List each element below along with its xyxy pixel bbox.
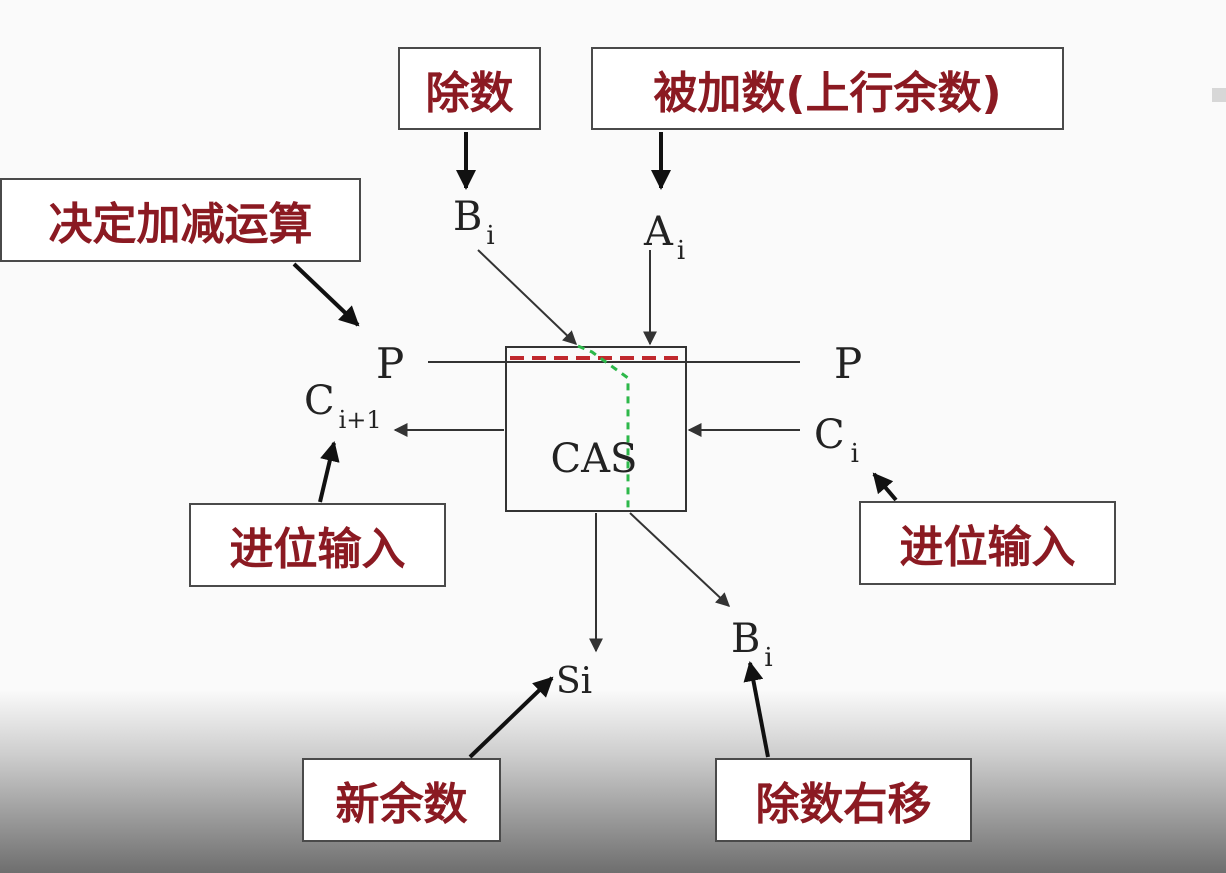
bi-out-line xyxy=(629,512,731,607)
dividend-label-box: 被加数(上行余数) xyxy=(591,47,1064,130)
bi-bottom-sub: i xyxy=(764,643,772,673)
divisor-label-box: 除数 xyxy=(398,47,541,130)
divisor-shift-label: 除数右移 xyxy=(755,779,932,830)
op-control-label-box: 决定加减运算 xyxy=(0,178,361,262)
bi-top-base: B xyxy=(453,194,482,240)
divisor-shift-arrow xyxy=(743,661,770,758)
carry-out-sub: i+1 xyxy=(339,406,382,434)
carry-in-right-label: 进位输入 xyxy=(899,522,1076,573)
bottom-shadow-overlay xyxy=(0,690,1226,873)
carry-out-base: C xyxy=(304,378,335,424)
new-remainder-label: 新余数 xyxy=(335,779,468,830)
cas-cell-name: CAS xyxy=(551,436,638,482)
divisor-shift-label-box: 除数右移 xyxy=(715,758,972,842)
carry-in-right-label-box: 进位输入 xyxy=(859,501,1116,585)
carry-in-base: C xyxy=(814,412,845,458)
green-dashed-path xyxy=(577,344,630,512)
carry-in-left-label-box: 进位输入 xyxy=(189,503,446,587)
op-control-label: 决定加减运算 xyxy=(48,199,313,250)
op-control-arrow xyxy=(292,262,360,327)
edge-fragment xyxy=(1212,88,1226,102)
carry-in-sub: i xyxy=(851,439,859,469)
bi-top-sub: i xyxy=(486,221,494,251)
new-remainder-label-box: 新余数 xyxy=(302,758,501,842)
new-remainder-arrow xyxy=(468,676,554,759)
divisor-label: 除数 xyxy=(425,67,514,119)
cas-cell xyxy=(505,346,687,512)
bi-input-line xyxy=(477,249,578,345)
ai-top-base: A xyxy=(643,209,674,255)
p-left-symbol: P xyxy=(376,339,404,388)
bi-bottom-base: B xyxy=(731,616,760,662)
ai-top-sub: i xyxy=(677,236,685,266)
carry-in-left-label: 进位输入 xyxy=(229,524,406,575)
carry-left-arrow xyxy=(318,441,340,503)
p-right-symbol: P xyxy=(834,339,862,388)
carry-right-arrow xyxy=(872,472,898,502)
sum-out-symbol: Si xyxy=(556,661,592,702)
dividend-label: 被加数(上行余数) xyxy=(653,67,1002,119)
